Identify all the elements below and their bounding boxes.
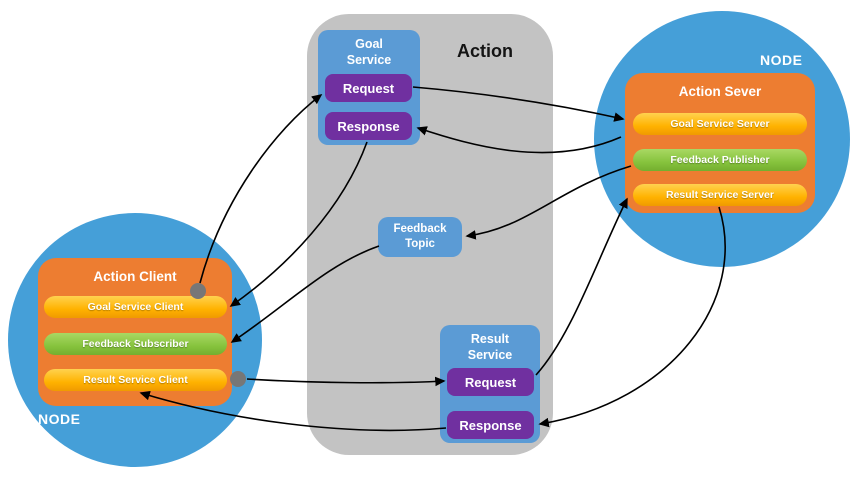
feedback-topic-label: Feedback Topic: [393, 223, 447, 250]
goal-connector-dot: [190, 283, 206, 299]
result-connector-dot: [230, 371, 246, 387]
goal-response-box: Response: [325, 112, 412, 140]
pill-result-service-server: Result Service Server: [633, 184, 807, 206]
pill-result-service-client: Result Service Client: [44, 369, 227, 391]
goal-request-box: Request: [325, 74, 412, 102]
pill-feedback-publisher: Feedback Publisher: [633, 149, 807, 171]
pill-goal-service-client: Goal Service Client: [44, 296, 227, 318]
client-node-label: NODE: [38, 411, 81, 427]
pill-feedback-subscriber: Feedback Subscriber: [44, 333, 227, 355]
result-response-box: Response: [447, 411, 534, 439]
pill-goal-service-server: Goal Service Server: [633, 113, 807, 135]
goal-service-label: Goal Service: [346, 37, 392, 68]
server-node-label: NODE: [760, 52, 803, 68]
result-request-box: Request: [447, 368, 534, 396]
result-service-label: Result Service: [467, 332, 513, 363]
action-panel-title: Action: [457, 41, 513, 61]
action-client-title: Action Client: [93, 269, 177, 284]
action-server-title: Action Sever: [678, 84, 762, 99]
feedback-topic-box: Feedback Topic: [378, 217, 462, 257]
